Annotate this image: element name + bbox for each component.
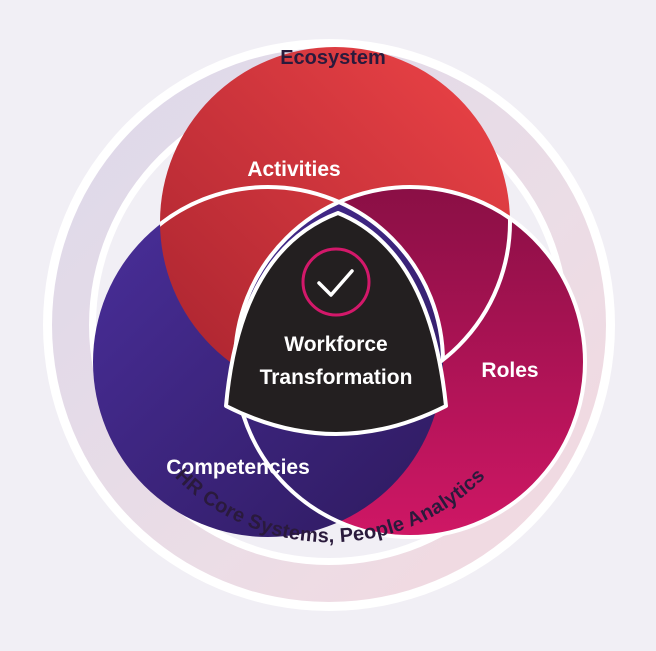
competencies-label: Competencies <box>166 456 310 479</box>
center-shape <box>224 211 448 436</box>
roles-label: Roles <box>481 359 538 382</box>
checkmark-circle-icon <box>301 247 371 317</box>
center-label-line2: Transformation <box>260 366 413 389</box>
activities-label: Activities <box>247 158 340 181</box>
center-label-line1: Workforce <box>284 333 387 356</box>
ring-top-label: Ecosystem <box>280 47 386 69</box>
